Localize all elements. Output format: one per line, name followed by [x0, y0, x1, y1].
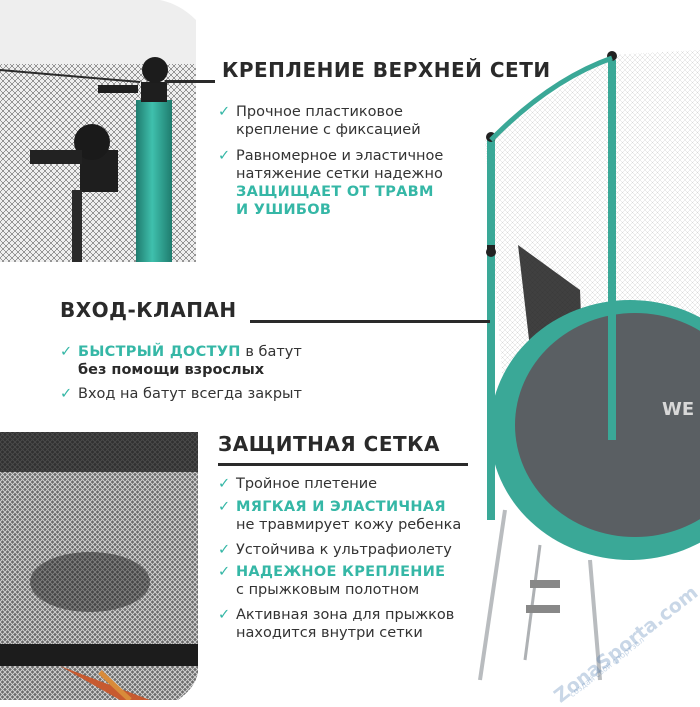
bullet-net-1: ✓ Тройное плетение — [218, 475, 377, 493]
divider-line — [218, 463, 468, 466]
bullet-text: находится внутри сетки — [236, 625, 423, 641]
section-title-top-net: КРЕПЛЕНИЕ ВЕРХНЕЙ СЕТИ — [222, 58, 551, 82]
check-icon: ✓ — [60, 386, 73, 402]
section-title-net: ЗАЩИТНАЯ СЕТКА — [218, 432, 440, 456]
bullet-top-net-2: ✓ Равномерное и эластичное натяжение сетк… — [218, 147, 443, 219]
top-fastening-photo — [0, 0, 196, 262]
bullet-text: Вход на батут всегда закрыт — [78, 386, 302, 402]
check-icon: ✓ — [218, 104, 231, 120]
check-icon: ✓ — [218, 607, 231, 623]
bullet-text: не травмирует кожу ребенка — [236, 517, 462, 533]
bullet-text: Активная зона для прыжков — [236, 607, 455, 623]
brand-mark: WE — [662, 399, 694, 420]
bullet-accent: НАДЕЖНОЕ КРЕПЛЕНИЕ — [236, 564, 446, 580]
bullet-text: Равномерное и эластичное — [236, 148, 444, 164]
bullet-net-5: ✓ Активная зона для прыжков находится вну… — [218, 606, 454, 642]
bullet-entry-2: ✓ Вход на батут всегда закрыт — [60, 385, 302, 403]
check-icon: ✓ — [218, 476, 231, 492]
bullet-text: с прыжковым полотном — [236, 582, 420, 598]
check-icon: ✓ — [218, 542, 231, 558]
bullet-accent: ЗАЩИЩАЕТ ОТ ТРАВМ — [236, 184, 434, 200]
bullet-text: Устойчива к ультрафиолету — [236, 542, 452, 558]
check-icon: ✓ — [218, 564, 231, 580]
trampoline-photo: WE — [478, 50, 700, 681]
bullet-text: крепление с фиксацией — [236, 122, 421, 138]
bullet-text: без помощи взрослых — [78, 362, 265, 378]
bullet-text: в батут — [240, 344, 302, 360]
bullet-text: Прочное пластиковое — [236, 104, 403, 120]
divider-line — [165, 80, 215, 83]
divider-line — [250, 320, 490, 323]
bullet-text: натяжение сетки надежно — [236, 166, 443, 182]
bullet-entry-1: ✓ БЫСТРЫЙ ДОСТУП в батут без помощи взрос… — [60, 343, 302, 379]
check-icon: ✓ — [60, 344, 73, 360]
bullet-text: Тройное плетение — [236, 476, 378, 492]
bullet-net-2: ✓ МЯГКАЯ И ЭЛАСТИЧНАЯ не травмирует кожу … — [218, 498, 461, 534]
bullet-net-4: ✓ НАДЕЖНОЕ КРЕПЛЕНИЕ с прыжковым полотном — [218, 563, 445, 599]
bullet-net-3: ✓ Устойчива к ультрафиолету — [218, 541, 452, 559]
bullet-accent: БЫСТРЫЙ ДОСТУП — [78, 344, 241, 360]
bullet-accent: И УШИБОВ — [236, 202, 332, 218]
check-icon: ✓ — [218, 148, 231, 164]
bullet-top-net-1: ✓ Прочное пластиковое крепление с фиксаци… — [218, 103, 421, 139]
bullet-accent: МЯГКАЯ И ЭЛАСТИЧНАЯ — [236, 499, 446, 515]
section-title-entry: ВХОД-КЛАПАН — [60, 298, 237, 322]
net-closeup-photo — [0, 432, 198, 700]
check-icon: ✓ — [218, 499, 231, 515]
